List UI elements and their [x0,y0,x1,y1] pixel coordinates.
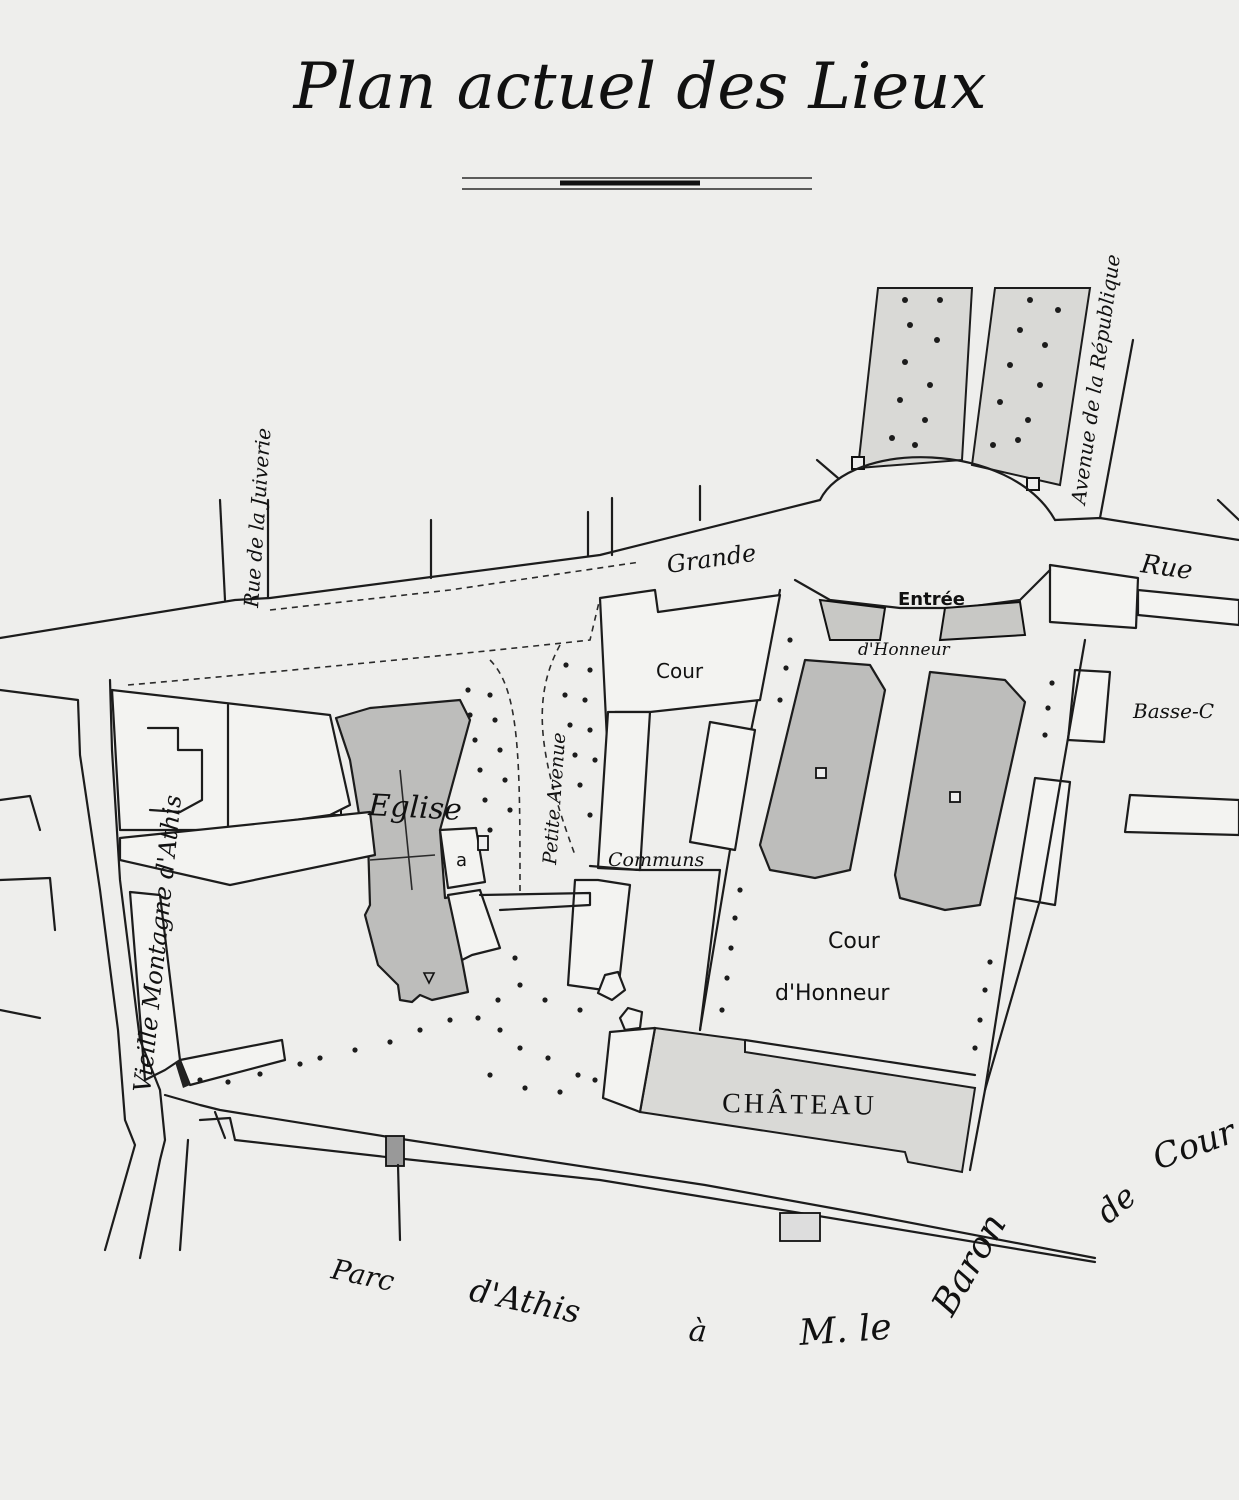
label-chateau: CHÂTEAU [722,1088,877,1122]
left-buildings [110,688,377,1088]
label-cour-small: Cour [656,659,704,683]
label-parc-2: d'Athis [466,1271,583,1331]
petite-avenue-trees [465,662,598,833]
label-parc-4: M. le [797,1307,893,1354]
label-parc-7: Cour [1147,1111,1239,1178]
title-underline [462,177,812,190]
churchyard-trees [197,955,598,1095]
label-parc-3: à [687,1313,708,1350]
right-buildings [1013,563,1239,907]
label-parc-1: Parc [328,1252,398,1298]
label-honneur-top: d'Honneur [858,640,951,660]
label-cour-honneur-1: Cour [828,929,881,954]
label-eglise: Eglise [367,788,463,828]
label-parc-6: de [1089,1177,1144,1231]
label-cour-honneur-2: d'Honneur [775,981,890,1006]
label-eglise-a: a [456,850,467,871]
cour-honneur-enclosure [698,568,1087,1172]
park-wall [163,955,1097,1264]
park-gate-stairs-left [385,1135,405,1167]
label-petite-avenue: Petite Avenue [539,732,570,867]
avenue-trees [889,297,1061,448]
gate-post-right [1026,477,1040,491]
label-rue: Rue [1138,549,1194,586]
park-gate-stairs-right [779,1212,821,1242]
map-title: Plan actuel des Lieux [292,50,986,124]
avenue-republique [815,287,1239,522]
label-basse-cour: Basse-C [1132,699,1214,723]
communs-buildings [566,588,782,1032]
label-entree: Entrée [898,589,965,610]
label-communs: Communs [608,849,704,871]
cour-trees [719,637,1055,1051]
chateau-building [601,1026,977,1174]
label-rue-juiverie: Rue de la Juiverie [239,427,276,609]
label-parc-5: Baron [924,1207,1015,1324]
grande-rue [0,484,1239,640]
vieille-montagne-road [0,678,167,1260]
petite-avenue [127,597,601,896]
label-grande: Grande [665,539,758,579]
